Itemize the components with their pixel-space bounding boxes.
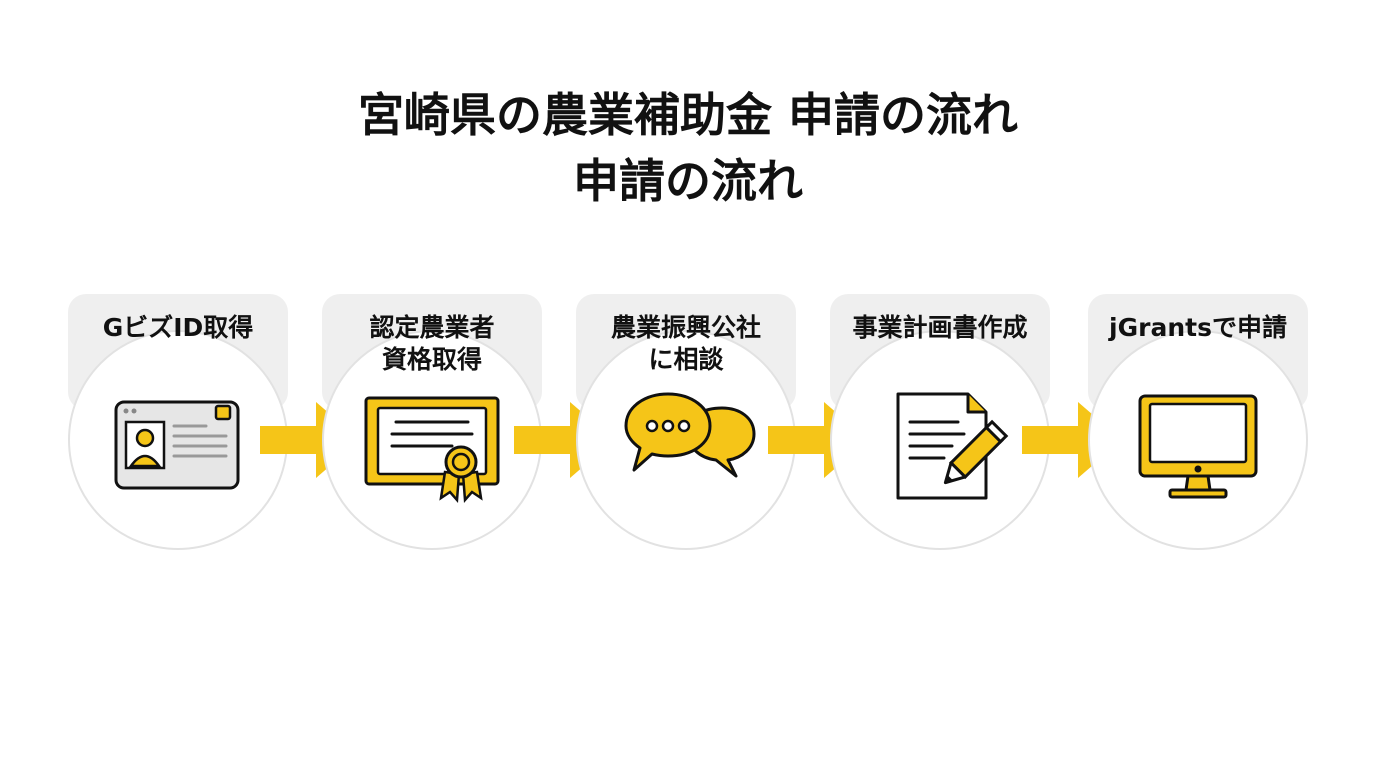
certificate-icon — [364, 396, 500, 504]
step-label-line: 農業振興公社 — [610, 313, 761, 342]
step-label-line: 認定農業者 — [369, 313, 495, 342]
step-label-line: 事業計画書作成 — [852, 313, 1028, 342]
page-title: 宮崎県の農業補助金 申請の流れ 申請の流れ — [0, 82, 1376, 214]
step-label-line: に相談 — [648, 345, 724, 374]
title-line-2: 申請の流れ — [573, 154, 803, 208]
monitor-icon — [1138, 394, 1258, 499]
step-label-line: jGrantsで申請 — [1109, 313, 1287, 342]
step-label: GビズID取得 — [68, 312, 288, 344]
step-jgrants-apply: jGrantsで申請 — [1088, 294, 1308, 550]
step-label: 農業振興公社 に相談 — [576, 312, 796, 376]
step-gbizid: GビズID取得 — [68, 294, 288, 550]
step-label: 認定農業者 資格取得 — [322, 312, 542, 376]
title-line-1: 宮崎県の農業補助金 申請の流れ — [357, 88, 1018, 142]
document-pencil-icon — [896, 392, 1009, 500]
step-label-line: 資格取得 — [381, 345, 482, 374]
step-label: jGrantsで申請 — [1088, 312, 1308, 344]
id-card-icon — [114, 400, 240, 490]
step-label: 事業計画書作成 — [830, 312, 1050, 344]
step-business-plan: 事業計画書作成 — [830, 294, 1050, 550]
step-label-line: GビズID取得 — [102, 313, 254, 342]
chat-bubbles-icon — [624, 392, 756, 478]
step-certified-farmer: 認定農業者 資格取得 — [322, 294, 542, 550]
step-consult-agency: 農業振興公社 に相談 — [576, 294, 796, 550]
